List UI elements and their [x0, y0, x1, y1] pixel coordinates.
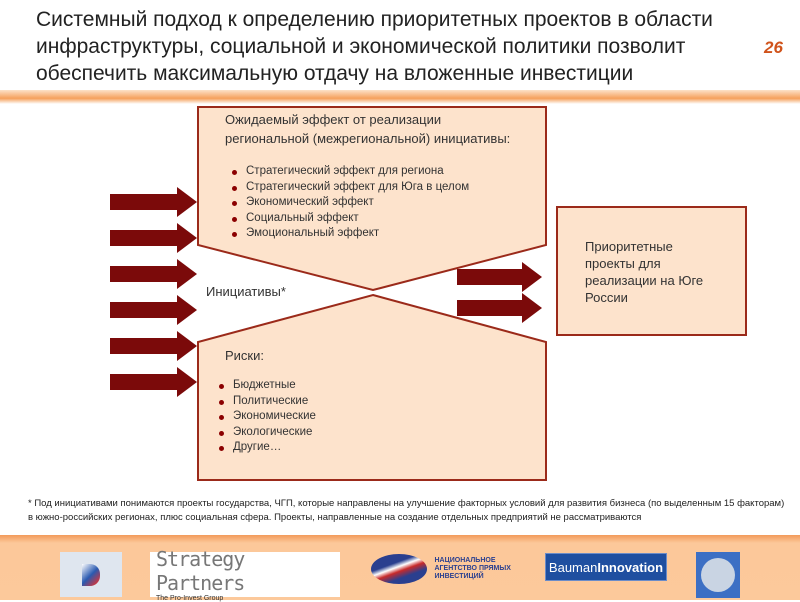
result-box-text: Приоритетные проекты для реализации на Ю…: [585, 239, 704, 305]
effect-box: Ожидаемый эффект от реализации региональ…: [225, 110, 525, 242]
risks-box: Риски: Бюджетные Политические Экономичес…: [219, 348, 525, 456]
risk-item: Политические: [217, 394, 525, 410]
result-box-shape: [556, 206, 747, 336]
page-title: Системный подход к определению приоритет…: [36, 8, 713, 85]
input-arrow-icon: [110, 367, 197, 397]
input-arrow-icon: [110, 187, 197, 217]
risks-box-shape: [197, 293, 547, 481]
effect-item: Стратегический эффект для Юга в целом: [230, 180, 525, 196]
page-number: 26: [764, 38, 783, 57]
risk-item: Другие…: [217, 440, 525, 456]
risk-item: Бюджетные: [217, 378, 525, 394]
input-arrow-icon: [110, 331, 197, 361]
risks-heading: Риски:: [225, 348, 264, 363]
effect-box-shape: [197, 106, 547, 292]
initiatives-label: Инициативы*: [206, 284, 286, 299]
effect-item: Экономический эффект: [230, 195, 525, 211]
strategy-partners-logo: Strategy Partners The Pro-Invest Group: [150, 547, 340, 602]
input-arrow-icon: [110, 259, 197, 289]
effect-item: Эмоциональный эффект: [230, 226, 525, 242]
output-arrow-icon: [457, 262, 542, 292]
effect-heading: Ожидаемый эффект от реализации региональ…: [225, 112, 511, 146]
header-divider: [0, 90, 800, 104]
input-arrow-icon: [110, 223, 197, 253]
risk-item: Экологические: [217, 425, 525, 441]
napi-logo: НАЦИОНАЛЬНОЕ АГЕНТСТВО ПРЯМЫХ ИНВЕСТИЦИЙ: [360, 550, 525, 588]
input-arrow-icon: [110, 295, 197, 325]
footnote: * Под инициативами понимаются проекты го…: [28, 498, 785, 523]
effect-item: Социальный эффект: [230, 211, 525, 227]
emblem-logo: [696, 552, 740, 598]
strategic-partnership-logo: [60, 552, 122, 597]
risk-item: Экономические: [217, 409, 525, 425]
output-arrow-icon: [457, 293, 542, 323]
effect-item: Стратегический эффект для региона: [230, 164, 525, 180]
